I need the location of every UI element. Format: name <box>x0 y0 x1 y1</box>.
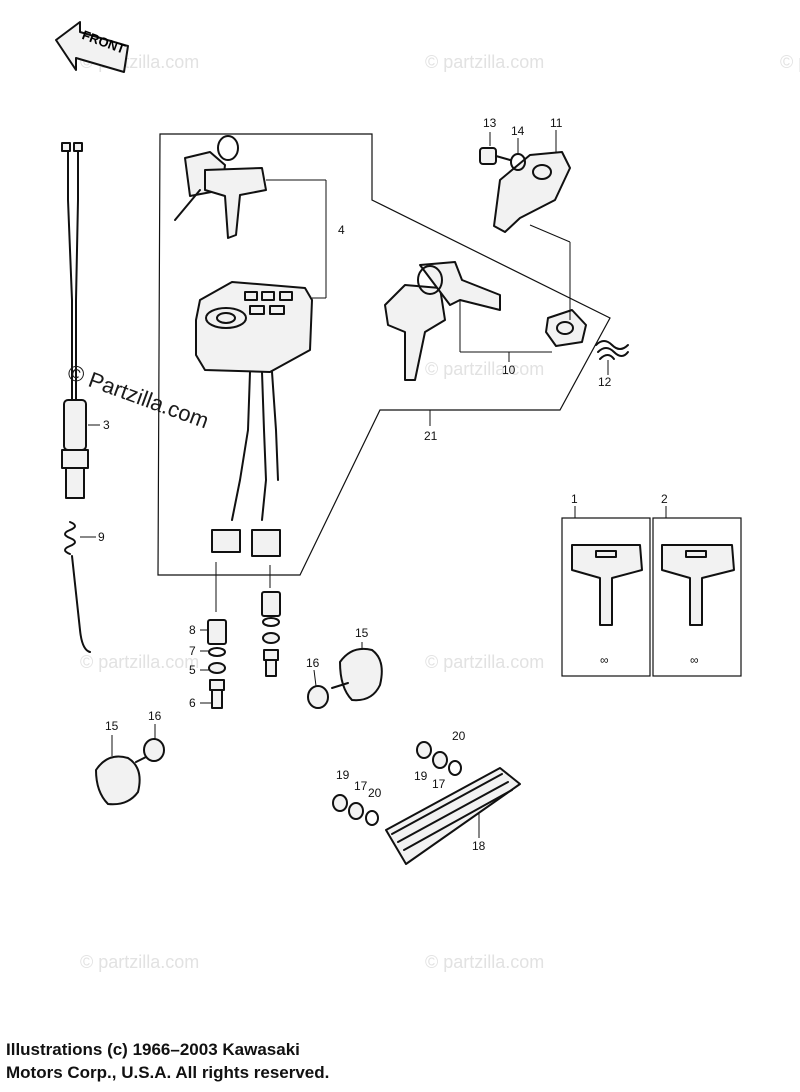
watermark: © partzilla.com <box>425 52 544 72</box>
key1-tag: ∞ <box>600 653 609 667</box>
key-box-1: ∞ <box>561 506 651 677</box>
watermark: © partzilla.com <box>425 952 544 972</box>
callout-15-upper: 15 <box>355 626 369 640</box>
reflector-round-lower <box>95 724 165 806</box>
watermark: © partzilla.com <box>425 652 544 672</box>
watermark-grid: © partzilla.com © partzilla.com © partzi… <box>80 52 800 972</box>
callout-20-right: 20 <box>452 729 466 743</box>
callout-21: 21 <box>424 429 438 443</box>
bracket-part-11 <box>493 130 571 233</box>
callout-17-left: 17 <box>354 779 368 793</box>
watermark: © partzilla.com <box>80 652 199 672</box>
screw-part-13 <box>479 132 511 165</box>
spring-part-12 <box>595 340 629 375</box>
watermark: © partzilla.com <box>80 952 199 972</box>
sensor-cable-part-3 <box>61 142 100 499</box>
callout-14: 14 <box>511 124 525 138</box>
keys-part-10 <box>384 261 552 381</box>
watermark: © partzilla.com <box>425 359 544 379</box>
copyright-line-2: Motors Corp., U.S.A. All rights reserved… <box>6 1063 330 1082</box>
reflector-rectangular-part-18 <box>332 741 521 865</box>
reflector-round-upper <box>307 642 383 709</box>
callout-10: 10 <box>502 363 516 377</box>
callout-7: 7 <box>189 644 196 658</box>
callout-17-right: 17 <box>432 777 446 791</box>
callout-5: 5 <box>189 663 196 677</box>
watermark: © partzilla.com <box>780 52 800 72</box>
assembly-outline-21 <box>157 133 611 576</box>
callout-2: 2 <box>661 492 668 506</box>
key2-tag: ∞ <box>690 653 699 667</box>
callout-19-right: 19 <box>414 769 428 783</box>
callout-8: 8 <box>189 623 196 637</box>
callout-6: 6 <box>189 696 196 710</box>
callout-labels: 1 2 3 4 5 6 7 8 9 10 11 12 13 14 15 15 1… <box>98 116 668 853</box>
callout-13: 13 <box>483 116 497 130</box>
callout-18: 18 <box>472 839 486 853</box>
callout-20-left: 20 <box>368 786 382 800</box>
callout-4: 4 <box>338 223 345 237</box>
callout-19-left: 19 <box>336 768 350 782</box>
mount-stack-left <box>200 562 227 709</box>
washer-part-14 <box>510 138 526 171</box>
copyright-notice: Illustrations (c) 1966–2003 Kawasaki Mot… <box>6 1038 329 1084</box>
callout-1: 1 <box>571 492 578 506</box>
ignition-switch-body <box>195 281 313 557</box>
callout-16-lower: 16 <box>148 709 162 723</box>
copyright-line-1: Illustrations (c) 1966–2003 Kawasaki <box>6 1040 300 1059</box>
callout-16-upper: 16 <box>306 656 320 670</box>
front-arrow-icon: FRONT <box>55 21 129 73</box>
key-box-2: ∞ <box>652 506 742 677</box>
callout-3: 3 <box>103 418 110 432</box>
callout-12: 12 <box>598 375 612 389</box>
lock-cylinder <box>529 224 587 347</box>
callout-15-lower: 15 <box>105 719 119 733</box>
spring-rod-part-9 <box>64 521 96 653</box>
keys-part-4 <box>174 135 327 299</box>
callout-11: 11 <box>550 116 563 130</box>
mount-stack-right <box>261 565 281 677</box>
callout-9: 9 <box>98 530 105 544</box>
